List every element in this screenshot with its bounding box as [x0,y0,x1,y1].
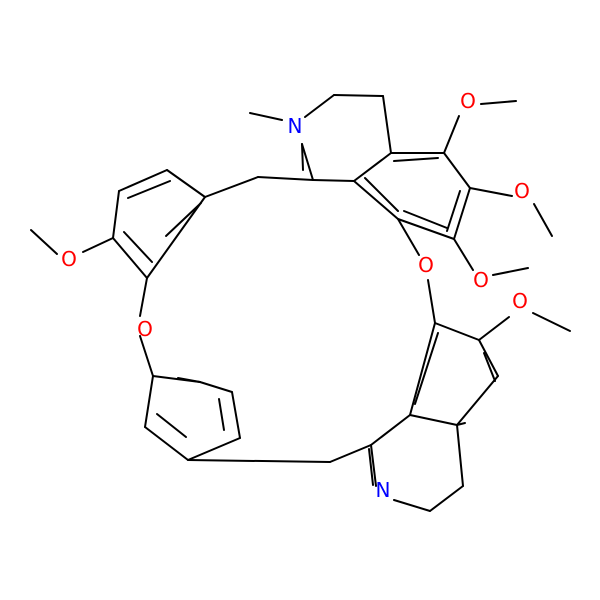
bond-line [453,187,471,240]
bond-line [139,277,148,317]
bond-line [82,237,114,253]
bond-line [353,180,399,220]
bond-line [533,203,553,237]
bond-line [397,218,420,256]
bond-line [123,231,153,263]
bond-line [304,94,335,118]
atom-labels: N N O O O O O O O [61,89,530,502]
methoxy-oxygen-top-label: O [460,89,476,113]
methoxy-oxygen-upper-right-label: O [514,179,530,203]
bond-line [257,176,314,181]
bond-line [483,352,496,382]
amine-nitrogen-label: N [288,114,303,138]
bond-line [456,375,499,426]
bond-line [364,177,399,212]
bond-line [414,332,439,405]
bond-line [429,485,464,512]
bond-line [478,316,510,341]
bond-line [393,157,439,162]
bond-line [434,322,480,341]
bond-line [443,115,460,154]
bond-line [382,95,392,154]
bond-line [146,196,206,279]
bond-line [532,312,571,332]
bond-line [478,339,499,377]
methoxy-oxygen-left-label: O [61,247,77,271]
bond-line [249,112,283,121]
bond-line [112,237,148,279]
bond-line [456,424,464,487]
bond-line [403,210,448,229]
bond-line [453,238,474,271]
bond-line [456,422,466,426]
bond-line [409,414,458,426]
bond-line [187,437,241,461]
bond-line [370,444,377,487]
bond-line [144,375,154,428]
bond-line [368,448,374,486]
bond-line [112,190,120,239]
imine-nitrogen-label: N [376,478,391,502]
bonds [30,94,571,512]
bond-line [469,187,513,197]
bond-line [393,499,431,512]
bond-line [144,426,189,461]
bond-line [312,179,355,182]
bond-line [218,398,225,431]
bond-line [353,152,392,182]
bond-line [301,143,304,171]
bond-line [187,459,331,463]
bond-line [166,169,206,198]
bond-line [199,381,233,393]
bond-line [204,176,259,198]
bond-line [370,414,411,446]
bond-line [301,143,314,181]
bond-line [177,377,201,383]
bond-line [480,100,517,105]
bond-line [139,335,154,377]
bond-line [231,391,241,439]
bond-line [118,169,168,192]
bond-line [443,152,471,189]
methoxy-oxygen-lower-right-label: O [512,289,528,313]
bond-line [329,444,372,463]
bond-line [446,190,461,232]
methoxy-oxygen-mid-label: O [473,268,489,292]
bond-line [492,267,529,276]
bond-line [427,279,436,324]
ether-oxygen-left-label: O [137,317,153,341]
bond-line [397,218,455,240]
ether-oxygen-right-label: O [418,253,434,277]
bond-line [409,322,436,416]
bond-line [30,229,58,255]
bond-line [165,202,202,237]
bond-line [333,94,384,97]
bond-line [127,180,171,199]
bond-line [156,413,187,438]
